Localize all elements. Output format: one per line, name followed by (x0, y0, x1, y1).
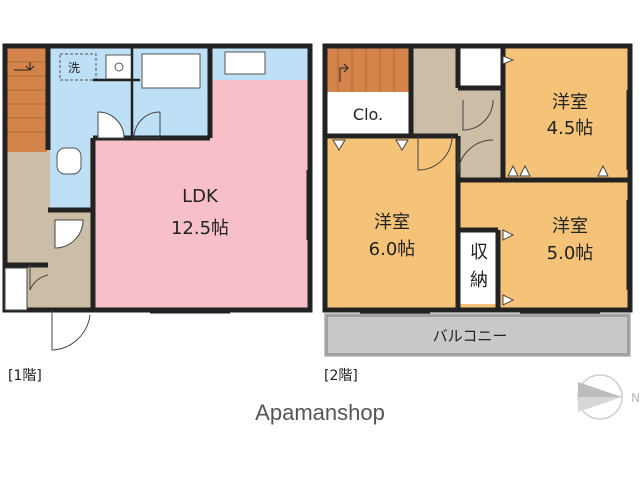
windows-1f (150, 46, 308, 314)
stair-treads-2f (337, 48, 395, 92)
floor-1-plan: 洗 LDK 12.5帖 (2, 43, 313, 351)
ldk-size-label: 12.5帖 (171, 218, 229, 239)
storage-label-1: 収 (470, 242, 488, 263)
western-room-4-5 (503, 48, 630, 180)
toilet-fixture (56, 147, 82, 175)
entrance-step (4, 267, 28, 311)
washbasin-bowl (114, 62, 124, 72)
storage-label-2: 納 (470, 270, 488, 291)
washroom-label: 洗 (68, 61, 80, 75)
doors-1f (29, 111, 161, 351)
storage (460, 232, 498, 304)
floor-1-caption: [1階] (8, 368, 42, 384)
thin-walls-1f (93, 48, 140, 138)
room-5-name: 洋室 (552, 216, 588, 237)
room-6-size: 6.0帖 (369, 239, 416, 260)
bathtub (141, 53, 201, 89)
stair-treads-1f (5, 61, 47, 133)
kitchen-counter (224, 51, 266, 75)
stair-arrow-2f (339, 63, 349, 82)
doors-2f (332, 55, 609, 306)
walls-1f (2, 43, 313, 313)
room-4-5-size: 4.5帖 (547, 118, 594, 139)
room-5-size: 5.0帖 (547, 243, 594, 264)
closet-label: Clo. (353, 105, 383, 124)
room-4-5-name: 洋室 (552, 92, 588, 113)
balcony-floor-edge (326, 315, 629, 355)
balcony-label: バルコニー (433, 327, 508, 345)
washer-space (59, 53, 97, 81)
floor-2-plan: Clo. 洋室 4.5帖 洋室 6.0帖 洋室 5.0帖 収 納 バルコニー (322, 43, 633, 357)
stair-arrow-1f (14, 62, 35, 71)
compass-north-label: N (631, 391, 640, 405)
windows-2f (360, 46, 628, 314)
floor-2-caption: [2階] (324, 368, 358, 384)
room-6-name: 洋室 (374, 212, 410, 233)
stairs-2f (325, 48, 411, 92)
upper-closet (458, 48, 503, 88)
closet (325, 92, 411, 136)
ldk-room (95, 80, 310, 310)
stairs-1f (5, 48, 47, 152)
compass-icon: N (577, 374, 640, 420)
ldk-name-label: LDK (182, 186, 219, 207)
watermark: Apamanshop (255, 400, 385, 425)
walls-2f (322, 43, 633, 313)
balcony (324, 313, 631, 357)
